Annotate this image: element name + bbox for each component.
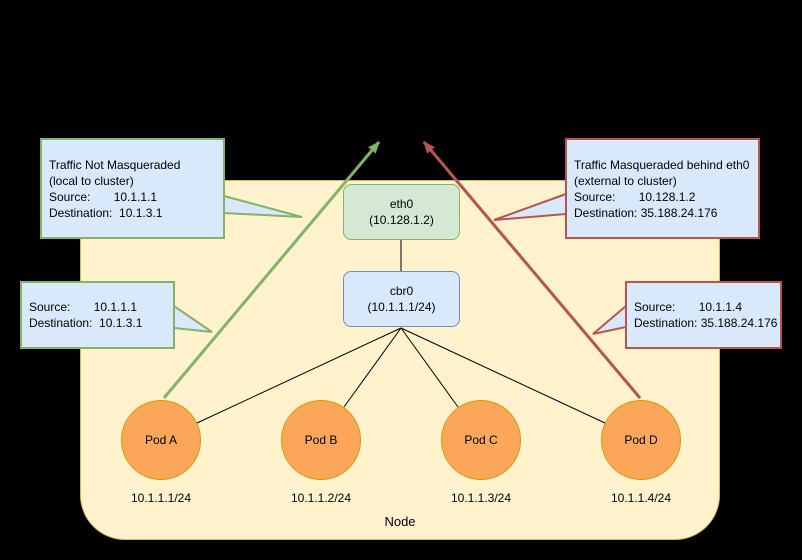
callout-line: Source: 10.1.1.1 xyxy=(49,189,158,204)
cbr0-name: cbr0 xyxy=(389,284,414,298)
callout-line: Destination: 35.188.24.176 xyxy=(634,316,778,330)
callout-line: Source: 10.1.1.4 xyxy=(634,300,743,314)
eth0-box: eth0 (10.128.1.2) xyxy=(343,184,460,240)
callout-line: Traffic Not Masqueraded xyxy=(49,157,181,172)
pod-a-circle: Pod A xyxy=(121,400,201,480)
pod-b-label: Pod B xyxy=(304,433,338,447)
cbr0-box: cbr0 (10.1.1.1/24) xyxy=(343,271,460,327)
callout-line: Traffic Masqueraded behind eth0 xyxy=(574,157,750,172)
callout-masqueraded: Traffic Masqueraded behind eth0 (externa… xyxy=(565,138,760,239)
callout-local-src-dst: Source: 10.1.1.1 Destination: 10.1.3.1 xyxy=(20,281,175,349)
node-label: Node xyxy=(384,514,416,529)
callout-line: Destination: 10.1.3.1 xyxy=(29,316,143,330)
pod-c-label: Pod C xyxy=(464,433,498,447)
pod-d-label: Pod D xyxy=(624,433,658,447)
callout-line: Destination: 35.188.24.176 xyxy=(574,205,718,220)
pod-d-ip-label: 10.1.1.4/24 xyxy=(610,491,672,505)
pod-c-circle: Pod C xyxy=(441,400,521,480)
callout-line: Destination: 10.1.3.1 xyxy=(49,205,163,220)
pod-d-circle: Pod D xyxy=(601,400,681,480)
pod-b-ip-label: 10.1.1.2/24 xyxy=(290,491,352,505)
cbr0-ip: (10.1.1.1/24) xyxy=(367,300,436,314)
callout-line: Source: 10.128.1.2 xyxy=(574,189,696,204)
callout-not-masqueraded: Traffic Not Masqueraded (local to cluste… xyxy=(40,138,225,239)
callout-line: (external to cluster) xyxy=(574,173,677,188)
pod-b-circle: Pod B xyxy=(281,400,361,480)
callout-line: (local to cluster) xyxy=(49,173,134,188)
callout-line: Source: 10.1.1.1 xyxy=(29,300,138,314)
pod-a-label: Pod A xyxy=(144,433,178,447)
eth0-ip: (10.128.1.2) xyxy=(369,213,434,227)
callout-external-src-dst: Source: 10.1.1.4 Destination: 35.188.24.… xyxy=(625,281,782,349)
eth0-name: eth0 xyxy=(389,197,414,211)
pod-a-ip-label: 10.1.1.1/24 xyxy=(130,491,192,505)
pod-c-ip-label: 10.1.1.3/24 xyxy=(450,491,512,505)
